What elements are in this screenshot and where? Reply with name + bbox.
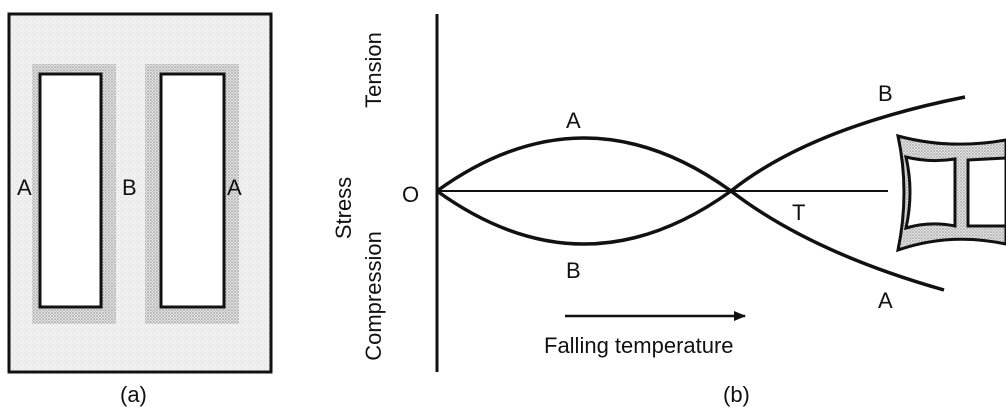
label-a-left: A [17, 175, 32, 200]
crossing-label-t: T [792, 200, 805, 225]
curve-a [435, 136, 945, 292]
distorted-opening-right [966, 156, 1006, 228]
arrow-caption: Falling temperature [544, 333, 734, 358]
curve-label-b-lower: B [566, 258, 581, 283]
distorted-casting-inset [895, 133, 1006, 253]
curve-label-b-right: B [878, 81, 893, 106]
label-b-center: B [122, 175, 137, 200]
caption-a: (a) [120, 382, 147, 407]
axis-label-tension: Tension [361, 32, 386, 108]
caption-b: (b) [723, 382, 750, 407]
axis-title-stress: Stress [331, 177, 356, 239]
panel-a-casting: A B A [7, 12, 273, 374]
panel-b-plot [435, 14, 966, 372]
curve-label-a-upper: A [566, 108, 581, 133]
curve-b [435, 95, 966, 246]
opening-right [159, 72, 226, 309]
opening-left [38, 72, 103, 309]
origin-label: O [402, 182, 419, 207]
axis-label-compression: Compression [361, 231, 386, 361]
distorted-opening-left [903, 154, 957, 231]
label-a-right: A [227, 175, 242, 200]
curve-label-a-right: A [878, 288, 893, 313]
